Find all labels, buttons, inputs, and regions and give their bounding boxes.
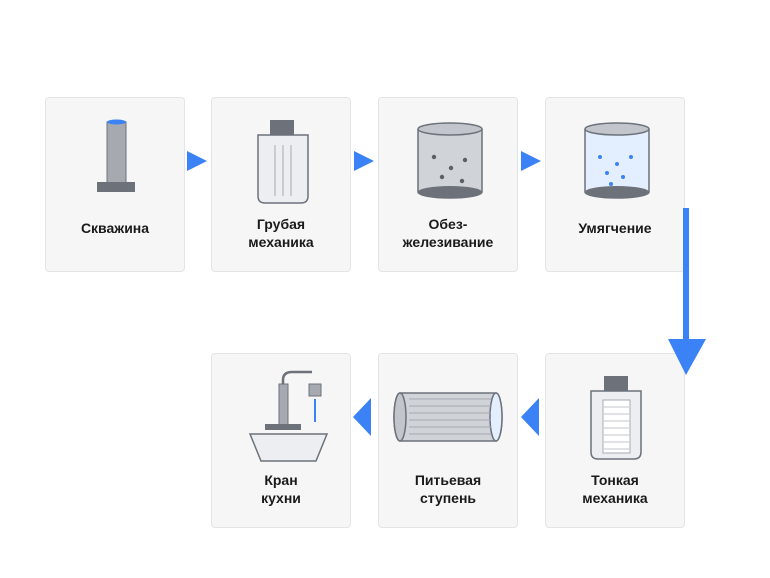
arrow-down-icon (668, 208, 706, 375)
kitchen-tap-icon (248, 370, 329, 462)
step-card-tap: Кран кухни (211, 353, 351, 528)
step-card-soft: Умягчение (545, 97, 685, 272)
step-card-iron: Обез- железивание (378, 97, 518, 272)
step-label: Умягчение (578, 220, 652, 236)
step-card-fine: Тонкая механика (545, 353, 685, 528)
step-label: Кран кухни (261, 472, 301, 506)
membrane-cartridge-icon (393, 392, 503, 442)
step-label: Грубая механика (248, 216, 314, 250)
arrow-right-icon (354, 151, 374, 171)
iron-removal-tank-icon (417, 122, 483, 199)
well-icon (97, 119, 135, 192)
fine-filter-icon (590, 376, 642, 460)
softener-tank-icon (584, 122, 650, 199)
arrow-left-icon (521, 398, 539, 436)
step-label: Скважина (80, 220, 150, 236)
step-label: Тонкая механика (582, 472, 648, 506)
arrow-right-icon (521, 151, 541, 171)
step-label: Обез- железивание (402, 216, 494, 250)
step-card-well: Скважина (45, 97, 185, 272)
arrow-left-icon (353, 398, 371, 436)
coarse-filter-icon (257, 120, 309, 204)
step-card-drink: Питьевая ступень (378, 353, 518, 528)
step-label: Питьевая ступень (414, 472, 482, 506)
arrow-right-icon (187, 151, 207, 171)
step-card-coarse: Грубая механика (211, 97, 351, 272)
